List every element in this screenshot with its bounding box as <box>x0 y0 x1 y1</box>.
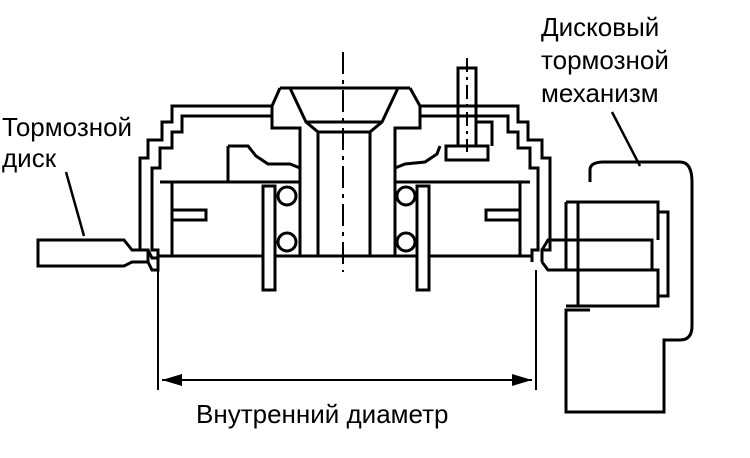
dimension-arrow-left <box>162 374 182 386</box>
label-inner-diameter: Внутренний диаметр <box>196 399 449 429</box>
brake-pad-bottom <box>566 268 660 308</box>
wheel-bolt-nut <box>444 144 490 162</box>
leader-brake-mechanism <box>610 111 642 167</box>
dimension-arrow-right <box>512 374 532 386</box>
bearing-race-left <box>261 184 277 292</box>
housing-left-inner <box>150 114 272 262</box>
label-brake-disc-line-1: Тормозной <box>2 112 133 142</box>
tab-right <box>484 208 522 222</box>
label-brake-mechanism-line-1: Дисковый <box>541 12 660 42</box>
label-brake-disc-line-2: диск <box>2 143 57 173</box>
leader-brake-disc <box>64 171 86 237</box>
brake-pad-top <box>564 200 660 240</box>
bearing-ball-upper-left <box>276 185 298 207</box>
bolt-boss <box>476 120 494 146</box>
label-brake-mechanism-line-2: тормозной <box>541 45 669 75</box>
bearing-ball-upper-right <box>395 185 417 207</box>
housing-right <box>420 104 552 262</box>
hub-body <box>270 87 422 258</box>
bearing-ball-lower-right <box>395 231 417 253</box>
caliper-piston <box>658 210 670 298</box>
housing-left <box>138 104 272 262</box>
brake-disc-rotor-right <box>540 238 568 272</box>
bearing-race-right <box>415 184 431 292</box>
brake-pad-middle <box>566 238 654 272</box>
brake-caliper <box>564 160 694 414</box>
housing-right-inner <box>420 114 540 262</box>
label-brake-mechanism-line-3: механизм <box>541 78 659 108</box>
hub-shaft <box>305 120 383 256</box>
hub-flange-left <box>228 144 301 170</box>
hub-flange-right <box>394 145 442 170</box>
bearing-ball-lower-left <box>276 231 298 253</box>
tab-left <box>170 208 208 222</box>
